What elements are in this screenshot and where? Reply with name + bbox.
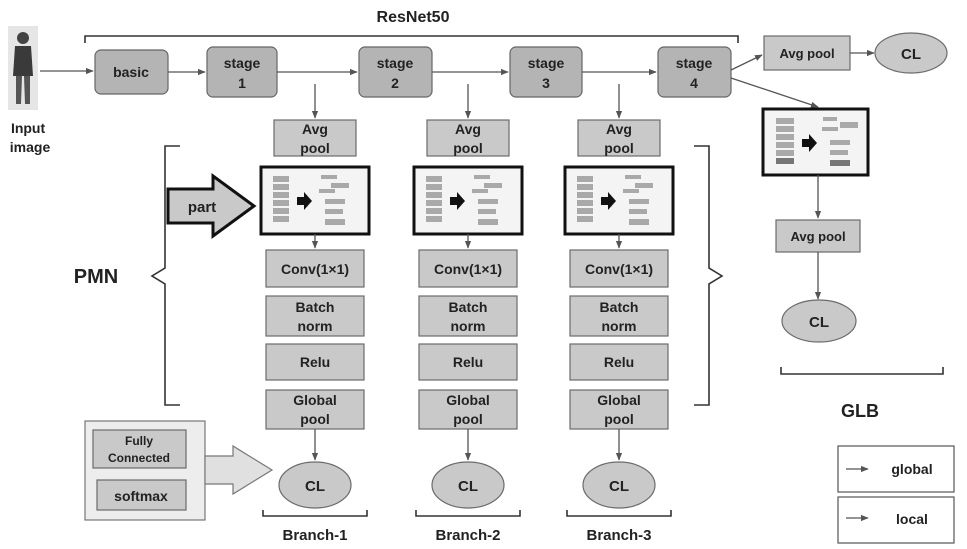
glb-brace [781,367,943,374]
input-label: Input image [10,120,51,155]
branch-brace [416,510,520,516]
branch-brace [263,510,367,516]
relu-label: Relu [453,354,483,370]
pmn-label: PMN [74,266,118,288]
relu-label: Relu [604,354,634,370]
classifier-detail-arrow [205,446,272,494]
legend-local-label: local [896,511,928,527]
stage1-block: stage1 [207,47,277,97]
branch-3: AvgpoolConv(1×1)BatchnormReluGlobalpoolC… [565,84,673,544]
glb-lower-cl-label: CL [809,314,829,331]
softmax-label: softmax [114,488,168,504]
resnet-brace [85,36,738,43]
glb-lower-avgpool-label: Avg pool [790,229,845,244]
pmn-branches: AvgpoolConv(1×1)BatchnormReluGlobalpoolC… [261,84,673,544]
arrow-stage4-glb-module [731,78,818,107]
attention-module [414,167,522,234]
classifier-detail: FullyConnected softmax [85,421,205,520]
stage3-block: stage3 [510,47,582,97]
branch-1: AvgpoolConv(1×1)BatchnormReluGlobalpoolC… [261,84,369,544]
glb-attention-module [763,109,868,175]
resnet-title: ResNet50 [377,9,450,26]
legend-global-label: global [891,461,932,477]
glb-top-avgpool-label: Avg pool [779,46,834,61]
part-label: part [188,199,216,216]
branch-name: Branch-1 [282,527,347,544]
cl-label: CL [305,478,325,495]
stage2-block: stage2 [359,47,432,97]
branch-name: Branch-3 [586,527,651,544]
basic-label: basic [113,64,149,80]
conv-label: Conv(1×1) [585,261,653,277]
branch-brace [567,510,671,516]
attention-module [261,167,369,234]
branch-2: AvgpoolConv(1×1)BatchnormReluGlobalpoolC… [414,84,522,544]
glb-top-cl-label: CL [901,46,921,63]
relu-label: Relu [300,354,330,370]
legend: global local [838,446,954,543]
conv-label: Conv(1×1) [434,261,502,277]
branch-name: Branch-2 [435,527,500,544]
glb-label: GLB [841,401,879,421]
conv-label: Conv(1×1) [281,261,349,277]
input-image [8,26,38,110]
pmn-right-brace [694,146,722,405]
cl-label: CL [458,478,478,495]
attention-module [565,167,673,234]
stage4-block: stage4 [658,47,731,97]
pmn-left-brace [152,146,180,405]
arrow-stage4-avgpool-global [731,55,762,70]
cl-label: CL [609,478,629,495]
